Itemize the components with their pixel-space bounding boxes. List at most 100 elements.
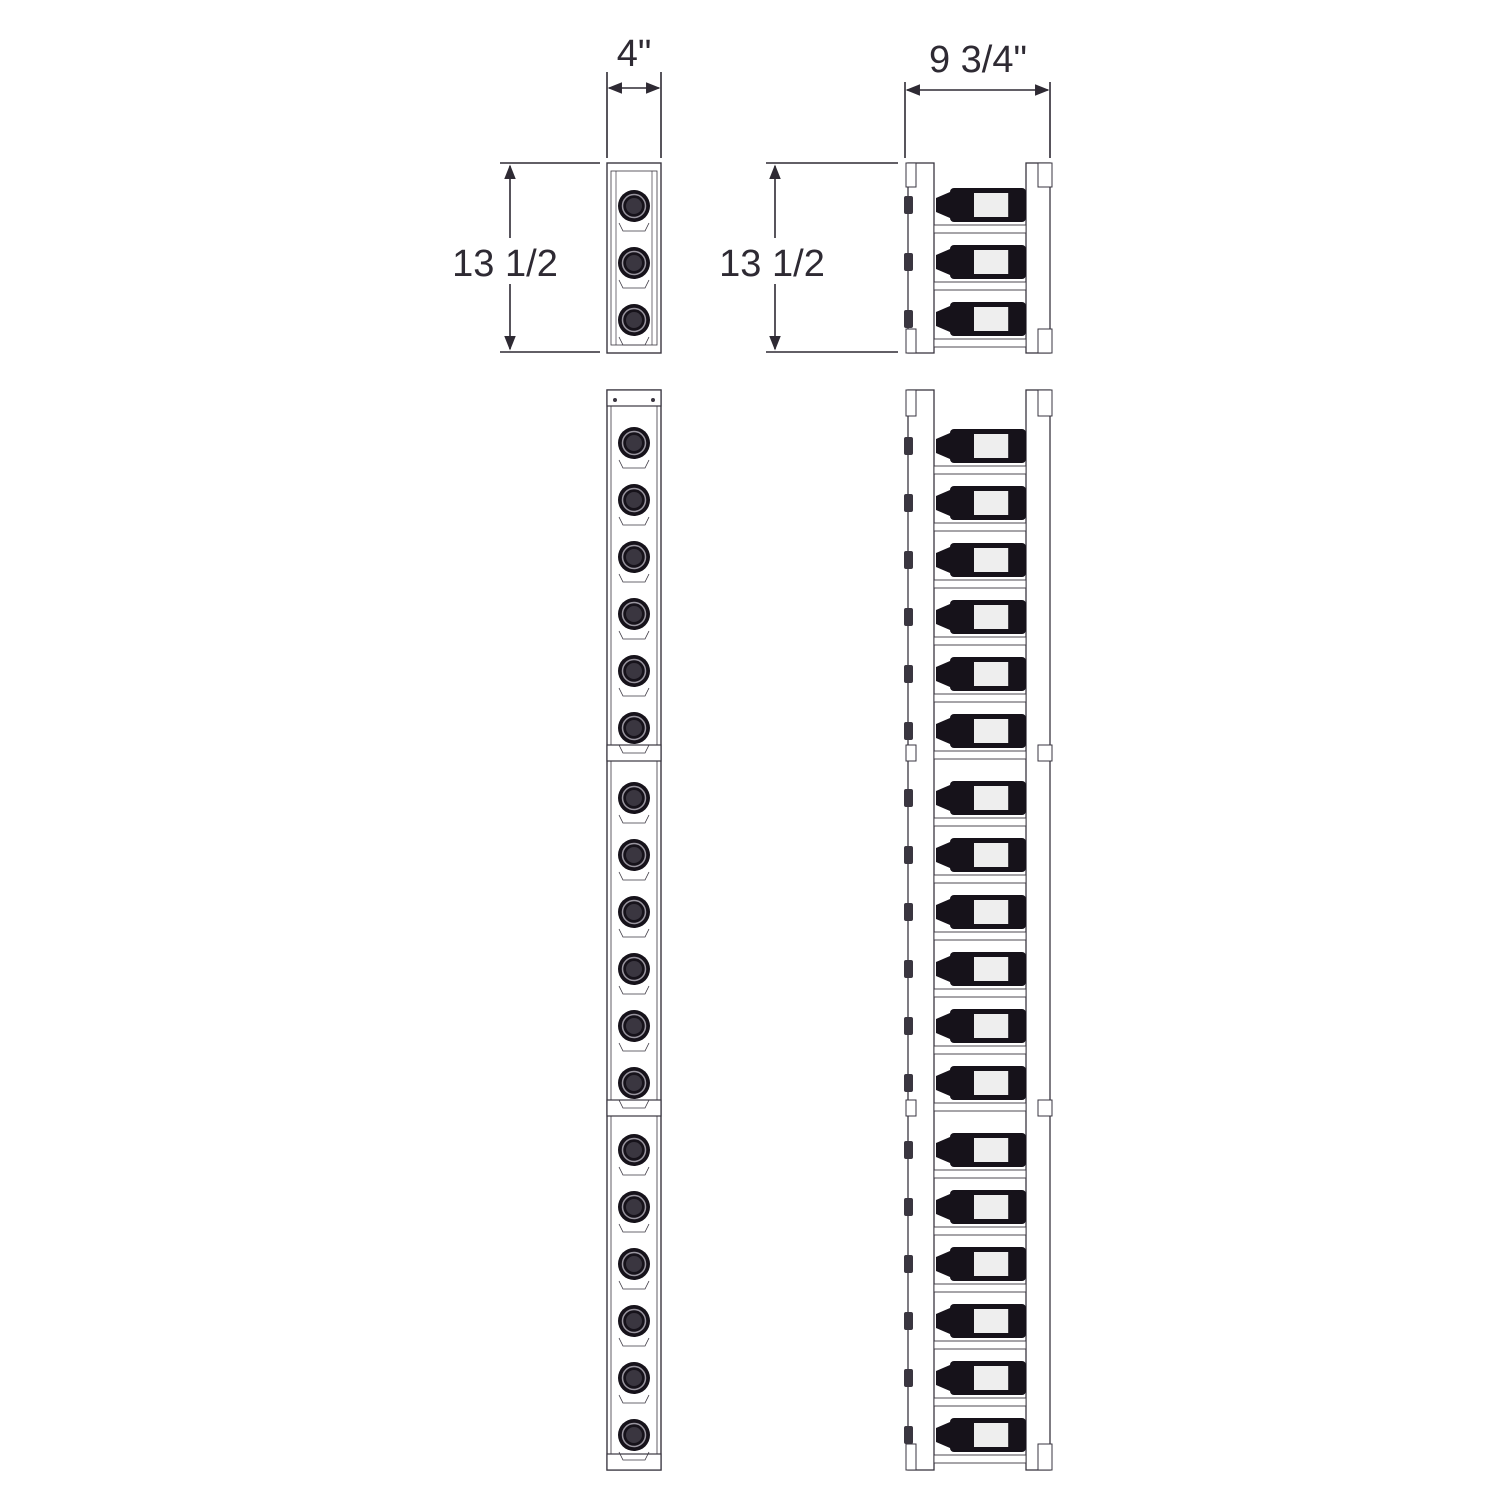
bottle-end: [618, 782, 650, 824]
cradle: [618, 222, 650, 232]
joint-left: [905, 1099, 917, 1117]
bottle-label: [974, 662, 1009, 686]
bottle-label: [974, 307, 1009, 331]
side-height-dimension: 13 1/2: [705, 162, 898, 353]
bottle-end: [618, 1419, 650, 1461]
bottle-neck: [936, 306, 950, 332]
bottle-end: [618, 1248, 650, 1290]
bottle-end: [618, 427, 650, 469]
bottle-end: [618, 541, 650, 583]
support-rail: [933, 636, 1027, 646]
bottle-ring: [621, 658, 647, 684]
bottle-neck: [936, 1194, 950, 1220]
bottle-end: [618, 839, 650, 881]
cork-tab: [904, 846, 913, 864]
support-rail: [933, 1283, 1027, 1293]
cork-tab: [904, 253, 913, 271]
screw-left: [613, 398, 617, 402]
cradle: [618, 279, 650, 289]
bottle-end: [618, 953, 650, 995]
bottle-label: [974, 957, 1009, 981]
cradle: [618, 1042, 650, 1052]
bottle-profile: [904, 657, 1027, 703]
bottle-ring: [621, 1251, 647, 1277]
cork-tab: [904, 310, 913, 328]
cork-tab: [904, 789, 913, 807]
bottle-label: [974, 900, 1009, 924]
top-cap-right: [1037, 162, 1053, 188]
bottle-neck: [936, 956, 950, 982]
bottle-profile: [904, 714, 1027, 760]
support-rail: [933, 1102, 1027, 1112]
support-rail: [933, 1340, 1027, 1350]
bottle-neck: [936, 1013, 950, 1039]
bottle-neck: [936, 490, 950, 516]
bottle-cork: [626, 435, 642, 451]
front-width-dimension: 4": [606, 33, 662, 158]
cradle: [618, 516, 650, 526]
cork-tab: [904, 1141, 913, 1159]
bottle-neck: [936, 249, 950, 275]
bottle-label: [974, 1138, 1009, 1162]
cradle: [618, 336, 650, 346]
cradle: [618, 630, 650, 640]
bottle-label: [974, 434, 1009, 458]
bottle-neck: [936, 1070, 950, 1096]
bottle-end: [618, 1305, 650, 1347]
bottle-ring: [621, 715, 647, 741]
bottle-neck: [936, 1137, 950, 1163]
bottle-ring: [621, 430, 647, 456]
cradle: [618, 1166, 650, 1176]
bottle-ring: [621, 1422, 647, 1448]
bottom-cap-left: [905, 328, 917, 354]
bottle-neck: [936, 899, 950, 925]
joint-right: [1037, 1099, 1053, 1117]
support-rail: [933, 1454, 1027, 1464]
bottle-ring: [621, 250, 647, 276]
bottle-cork: [626, 663, 642, 679]
bottle-label: [974, 548, 1009, 572]
bottle-cork: [626, 961, 642, 977]
bottle-neck: [936, 1365, 950, 1391]
tall-front-view: [606, 389, 662, 1471]
bottle-label: [974, 1366, 1009, 1390]
bottle-profile: [904, 1361, 1027, 1407]
bottle-end: [618, 1362, 650, 1404]
bottle-ring: [621, 544, 647, 570]
support-rail: [933, 750, 1027, 760]
side-height-label: 13 1/2: [719, 243, 825, 285]
bottle-neck: [936, 842, 950, 868]
support-rail: [933, 338, 1027, 348]
cork-tab: [904, 1255, 913, 1273]
support-rail: [933, 224, 1027, 234]
support-rail: [933, 1045, 1027, 1055]
top-cap: [606, 389, 662, 407]
bottle-ring: [621, 1137, 647, 1163]
bottle-profile: [904, 302, 1027, 348]
cork-tab: [904, 1017, 913, 1035]
cradle: [618, 1099, 650, 1109]
bottle-end: [618, 1067, 650, 1109]
cork-tab: [904, 665, 913, 683]
back-post: [1025, 162, 1051, 354]
bottle-ring: [621, 956, 647, 982]
bottle-profile: [904, 429, 1027, 475]
bottle-label: [974, 786, 1009, 810]
bottle-cork: [626, 904, 642, 920]
bottle-ring: [621, 193, 647, 219]
top-cap-left: [905, 162, 917, 188]
bottle-ring: [621, 1365, 647, 1391]
bottle-cork: [626, 790, 642, 806]
cork-tab: [904, 1426, 913, 1444]
bottle-label: [974, 1195, 1009, 1219]
bottle-cork: [626, 1199, 642, 1215]
bottle-profile: [904, 600, 1027, 646]
bottle-profile: [904, 1304, 1027, 1350]
bottle-neck: [936, 1422, 950, 1448]
tall-side-view: [904, 389, 1053, 1471]
bottle-profile: [904, 188, 1027, 234]
cork-tab: [904, 1198, 913, 1216]
bottle-end: [618, 484, 650, 526]
bottle-label: [974, 719, 1009, 743]
bottle-cork: [626, 1370, 642, 1386]
